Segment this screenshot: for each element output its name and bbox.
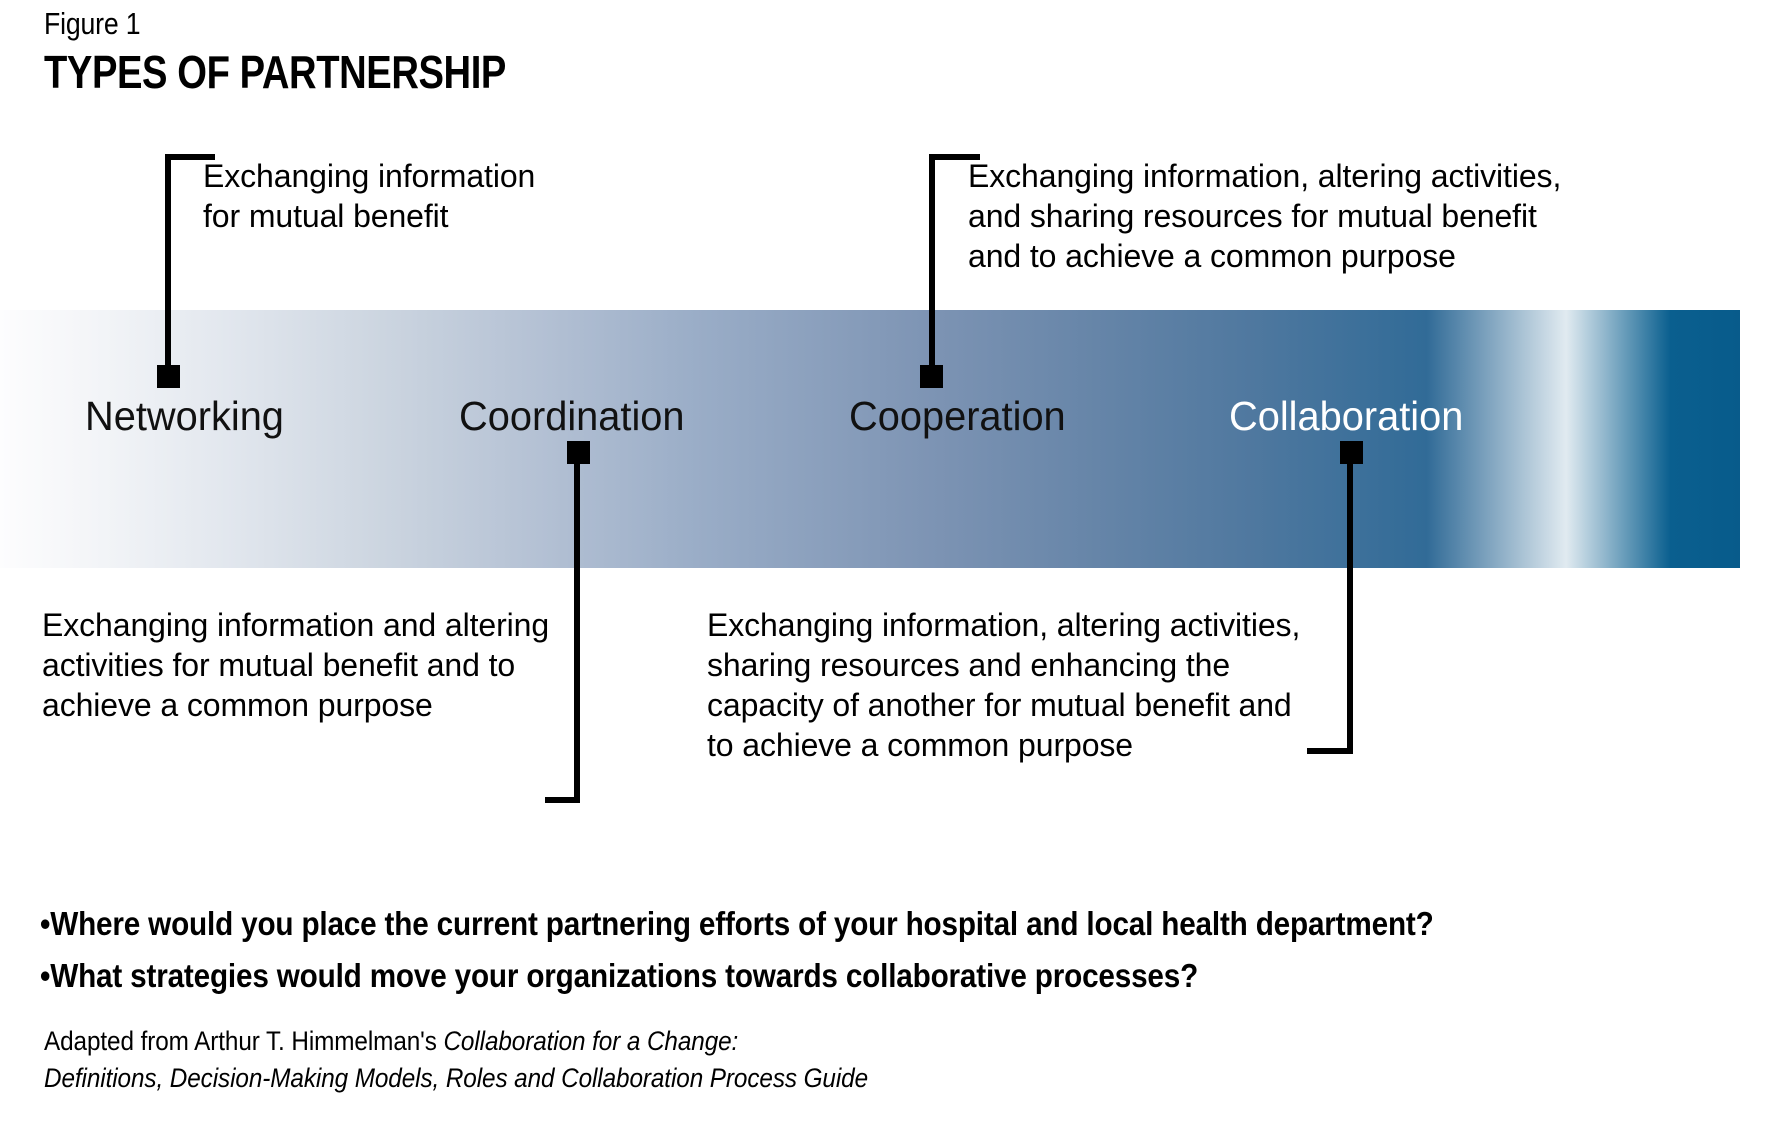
source-title-part2: Definitions, Decision-Making Models, Rol… xyxy=(44,1063,868,1093)
callout-coordination: Exchanging information and altering acti… xyxy=(42,607,550,723)
callout-networking: Exchanging information for mutual benefi… xyxy=(203,158,536,234)
figure-title: TYPES OF PARTNERSHIP xyxy=(44,46,506,98)
callout-collaboration: Exchanging information, altering activit… xyxy=(707,607,1301,763)
stage-label-networking[interactable]: Networking xyxy=(85,393,284,439)
stage-label-collaboration[interactable]: Collaboration xyxy=(1229,393,1464,439)
stage-label-cooperation[interactable]: Cooperation xyxy=(849,393,1066,439)
question-item: •Where would you place the current partn… xyxy=(40,905,1434,942)
figure-number: Figure 1 xyxy=(44,6,141,41)
discussion-questions: •Where would you place the current partn… xyxy=(40,898,1740,1002)
stage-label-coordination[interactable]: Coordination xyxy=(459,393,685,439)
source-prefix: Adapted from Arthur T. Himmelman's xyxy=(44,1026,444,1056)
source-line-1: Adapted from Arthur T. Himmelman's Colla… xyxy=(44,1023,868,1060)
source-line-2: Definitions, Decision-Making Models, Rol… xyxy=(44,1060,868,1097)
source-attribution: Adapted from Arthur T. Himmelman's Colla… xyxy=(44,1023,868,1097)
callout-cooperation: Exchanging information, altering activit… xyxy=(968,158,1562,274)
partnership-continuum-band xyxy=(0,310,1740,568)
question-item: •What strategies would move your organiz… xyxy=(40,957,1199,994)
source-title-part1: Collaboration for a Change: xyxy=(443,1026,739,1056)
